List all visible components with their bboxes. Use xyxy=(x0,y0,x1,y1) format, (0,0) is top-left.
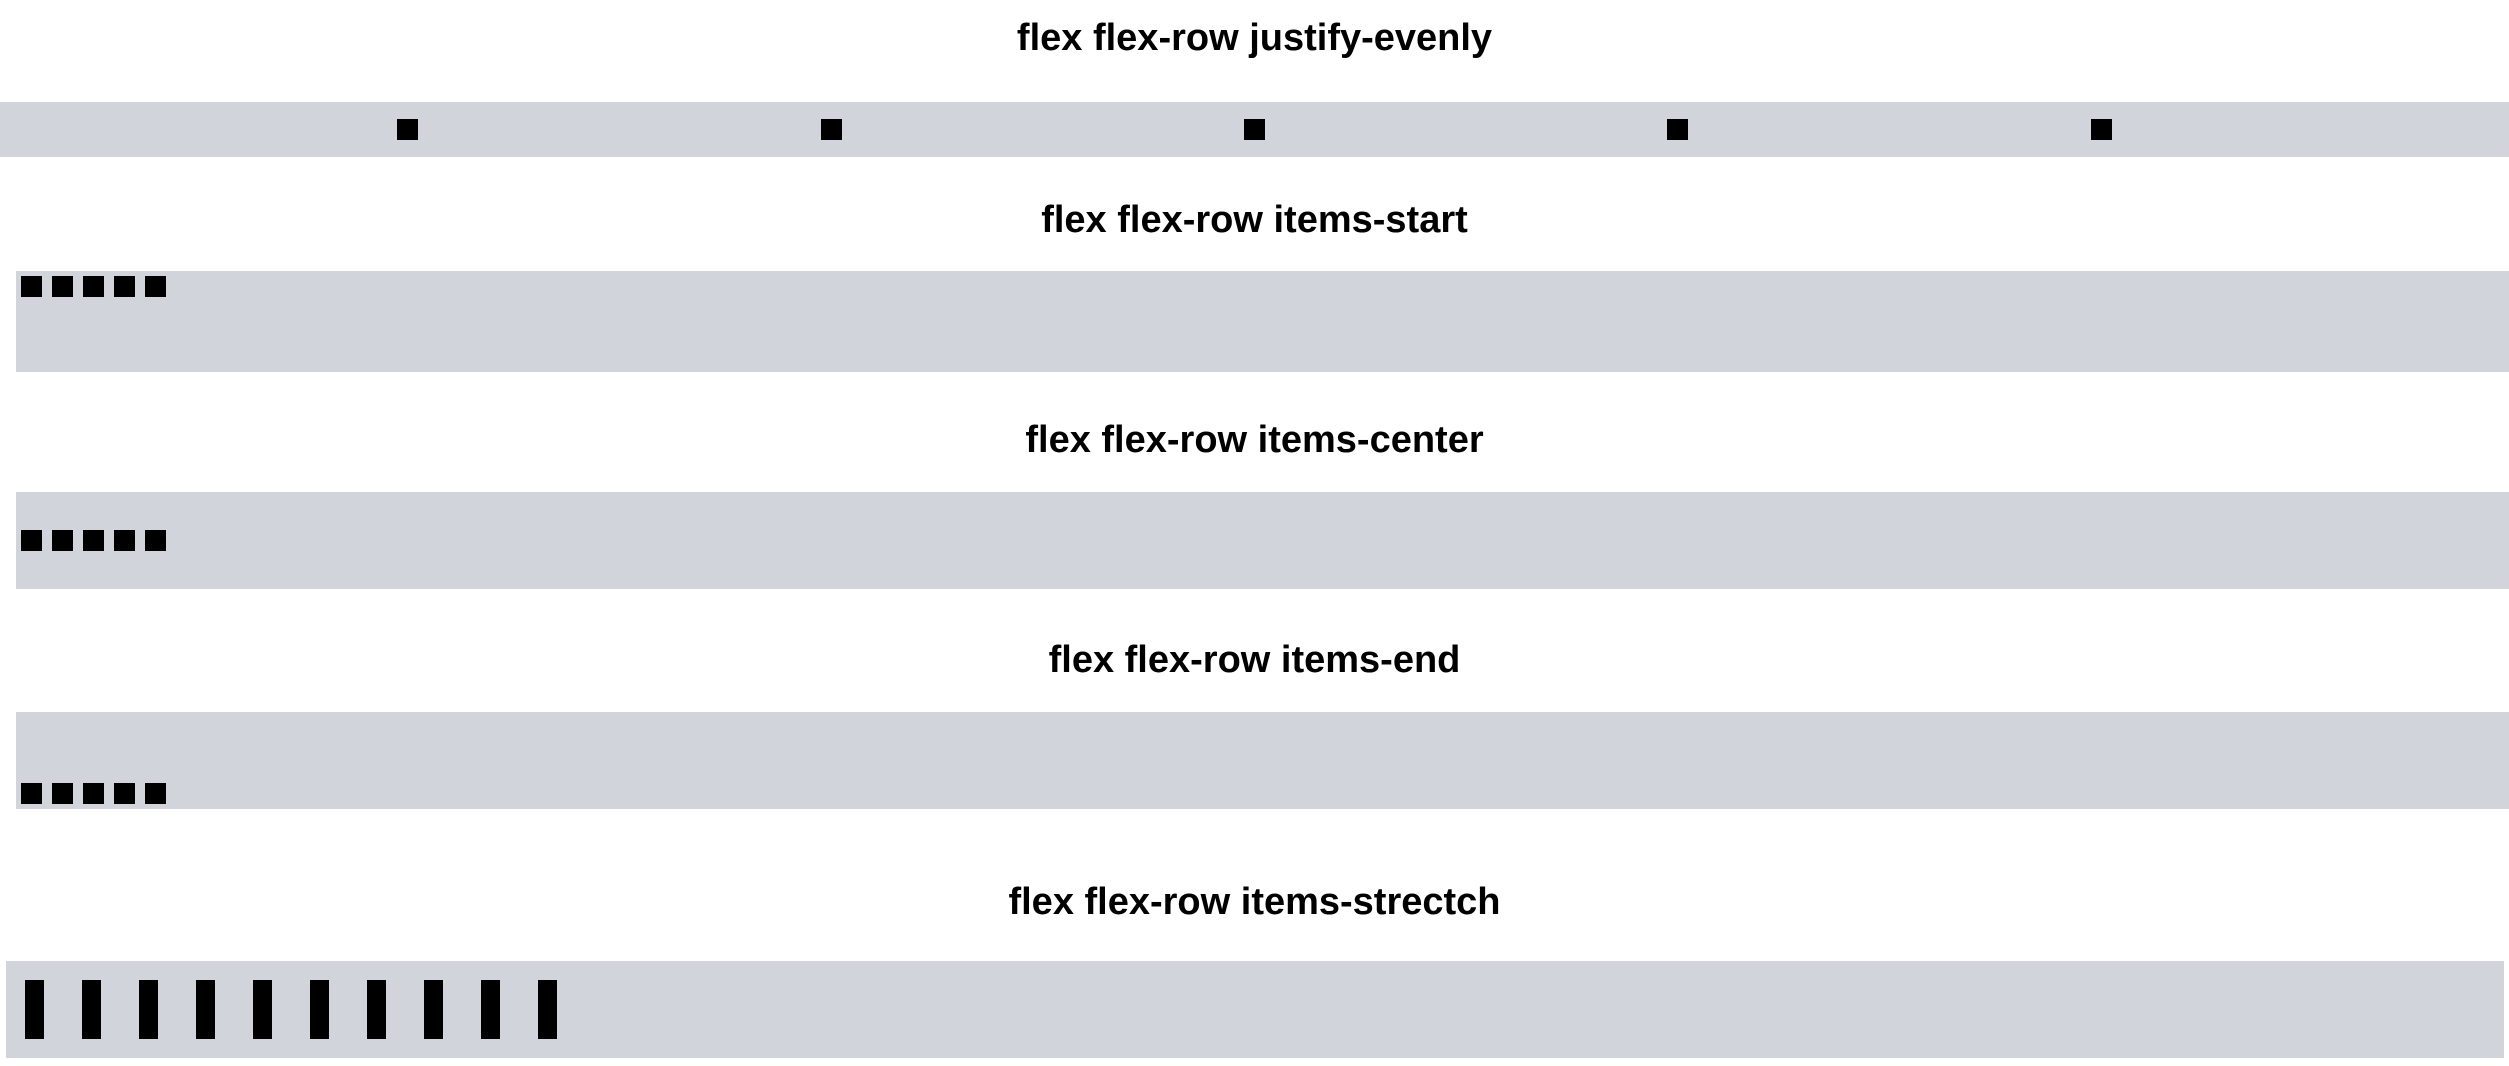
section-title-items-end: flex flex-row items-end xyxy=(1048,639,1461,681)
flex-item xyxy=(114,276,135,297)
flex-item xyxy=(83,276,104,297)
flex-container-items-stretch xyxy=(6,961,2504,1058)
flex-container-justify-evenly xyxy=(0,102,2509,157)
flex-container-items-center xyxy=(16,492,2509,589)
flex-item xyxy=(139,980,158,1039)
flex-item xyxy=(1243,119,1265,140)
flex-item xyxy=(253,980,272,1039)
section-title-items-stretch: flex flex-row items-strectch xyxy=(1008,881,1501,923)
flex-item xyxy=(21,530,42,551)
flex-item xyxy=(1667,119,1689,140)
flex-item xyxy=(82,980,101,1039)
flex-item xyxy=(145,276,166,297)
flex-item xyxy=(52,530,73,551)
flex-item xyxy=(310,980,329,1039)
flex-item xyxy=(820,119,842,140)
flex-item xyxy=(83,530,104,551)
flex-item xyxy=(481,980,500,1039)
flex-container-items-end xyxy=(16,712,2509,809)
flex-item xyxy=(21,783,42,804)
flex-item xyxy=(196,980,215,1039)
flex-item xyxy=(397,119,419,140)
flex-item xyxy=(83,783,104,804)
section-title-items-start: flex flex-row items-start xyxy=(1041,199,1468,241)
flex-item xyxy=(21,276,42,297)
flex-item xyxy=(145,530,166,551)
flex-item xyxy=(52,783,73,804)
flex-item xyxy=(145,783,166,804)
flex-item xyxy=(114,783,135,804)
flex-item xyxy=(25,980,44,1039)
flex-item xyxy=(2090,119,2112,140)
flex-item xyxy=(114,530,135,551)
section-title-justify-evenly: flex flex-row justify-evenly xyxy=(1016,17,1493,59)
flex-container-items-start xyxy=(16,271,2509,372)
flex-item xyxy=(367,980,386,1039)
flex-item xyxy=(538,980,557,1039)
section-title-items-center: flex flex-row items-center xyxy=(1025,419,1484,461)
flex-item xyxy=(424,980,443,1039)
flex-item xyxy=(52,276,73,297)
